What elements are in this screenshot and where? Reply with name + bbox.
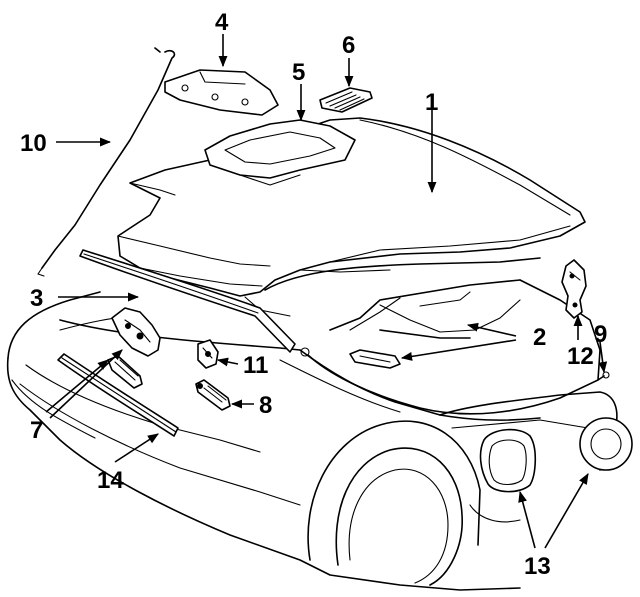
callout-7: 7 xyxy=(30,417,43,444)
callout-8: 8 xyxy=(259,392,272,419)
callout-labels: 1 2 3 4 5 6 7 8 9 10 11 12 13 14 xyxy=(20,9,607,580)
callout-3: 3 xyxy=(30,285,43,312)
callout-11: 11 xyxy=(243,352,268,379)
callout-9: 9 xyxy=(594,321,607,348)
part-2-clip xyxy=(349,349,401,369)
part-13-fuel-door xyxy=(479,417,633,493)
part-6-vent xyxy=(319,87,373,113)
part-14-garnish xyxy=(57,353,179,437)
leader-lines xyxy=(45,34,608,549)
part-8-stopper xyxy=(195,379,231,411)
callout-14: 14 xyxy=(97,467,124,494)
car-body xyxy=(6,279,618,591)
callout-2: 2 xyxy=(533,324,546,351)
part-3-weatherstrip xyxy=(79,249,296,353)
part-9-cable xyxy=(300,347,610,415)
part-5-scoop xyxy=(204,119,356,186)
part-4-cover xyxy=(164,69,279,116)
callout-12: 12 xyxy=(567,343,594,370)
callout-1: 1 xyxy=(425,89,438,116)
callout-10: 10 xyxy=(20,130,47,157)
callout-4: 4 xyxy=(215,9,229,36)
callout-6: 6 xyxy=(342,32,355,59)
callout-13: 13 xyxy=(524,553,551,580)
part-10-prop-rod xyxy=(37,47,176,277)
part-7-hinge xyxy=(107,307,161,389)
part-11-latch xyxy=(197,339,219,369)
part-12-bracket xyxy=(561,259,587,319)
callout-5: 5 xyxy=(292,59,305,86)
